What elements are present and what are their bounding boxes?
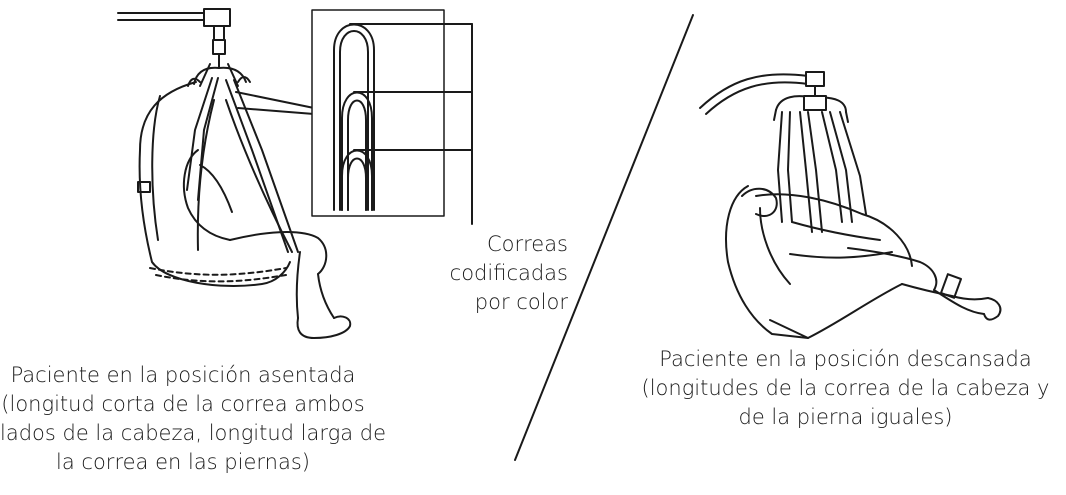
seated-caption-line-4: la correa en las piernas)	[56, 450, 310, 474]
reclined-caption-line-2: (longitudes de la correa de la cabeza y	[641, 376, 1050, 400]
sling-body-left	[137, 81, 291, 287]
reclined-patient-figure	[699, 71, 1002, 339]
sling-straps-left	[186, 77, 299, 253]
seated-caption-line-3: lados de la cabeza, longitud larga de	[0, 421, 387, 445]
patient-reclined	[741, 187, 1002, 321]
strap-label-line-3: por color	[474, 290, 568, 314]
seated-caption-line-2: (longitud corta de la correa ambos	[1, 392, 365, 416]
lift-boom-left	[117, 8, 231, 69]
patient-seated	[182, 149, 352, 339]
reclined-caption-line-1: Paciente en la posición descansada	[659, 347, 1032, 371]
strap-inset	[311, 9, 473, 225]
strap-label-line-1: Correas	[486, 232, 568, 256]
seated-patient-figure	[117, 8, 352, 339]
seated-caption-line-1: Paciente en la posición asentada	[10, 363, 356, 387]
reclined-caption-line-3: de la pierna iguales)	[738, 405, 953, 429]
strap-label-line-2: codificadas	[449, 261, 568, 285]
reclined-position-caption: Paciente en la posición descansada (long…	[625, 345, 1066, 432]
seated-position-caption: Paciente en la posición asentada (longit…	[0, 361, 387, 477]
lift-boom-right	[699, 71, 825, 115]
spreader-bar-left	[187, 63, 251, 87]
color-coded-straps-label: Correas codificadas por color	[408, 230, 568, 317]
spreader-bar-right	[773, 95, 849, 123]
pointer-lines-left	[235, 91, 315, 115]
sling-straps-right	[777, 111, 867, 233]
divider-line	[514, 14, 694, 461]
